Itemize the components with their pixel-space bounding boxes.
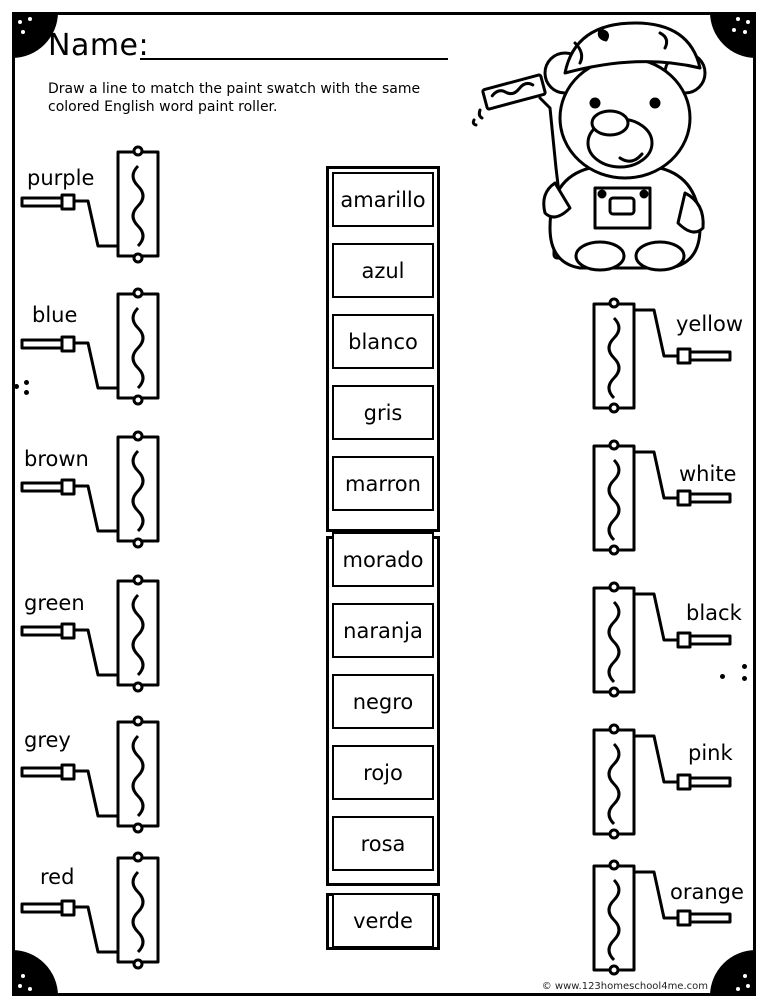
name-label: Name:	[48, 28, 150, 63]
spanish-word-cell[interactable]: verde	[332, 893, 434, 948]
paint-roller-icon[interactable]	[18, 145, 166, 271]
paint-roller-icon[interactable]	[586, 570, 734, 698]
english-word-label: green	[24, 591, 85, 615]
spanish-word-cell[interactable]: marron	[332, 456, 434, 511]
paint-roller-icon[interactable]	[18, 430, 166, 556]
paint-roller-icon[interactable]	[18, 287, 166, 413]
paint-roller-icon[interactable]	[586, 848, 734, 976]
paint-roller-icon[interactable]	[18, 574, 166, 700]
page-border	[12, 12, 756, 996]
english-word-label: orange	[670, 880, 744, 904]
name-writing-line[interactable]	[140, 58, 448, 60]
paint-roller-icon[interactable]	[586, 286, 734, 414]
english-word-label: yellow	[676, 312, 744, 336]
spanish-word-cell[interactable]: rojo	[332, 745, 434, 800]
instructions-text: Draw a line to match the paint swatch wi…	[48, 81, 421, 115]
paint-roller-icon[interactable]	[586, 712, 734, 840]
spanish-word-cell[interactable]: negro	[332, 674, 434, 729]
spanish-words-column-upper	[326, 166, 440, 532]
spanish-word-cell[interactable]: amarillo	[332, 172, 434, 227]
paint-roller-icon[interactable]	[18, 851, 166, 977]
paint-roller-icon[interactable]	[586, 428, 734, 556]
spanish-word-cell[interactable]: rosa	[332, 816, 434, 871]
english-word-label: red	[40, 865, 75, 889]
english-word-label: blue	[32, 303, 78, 327]
english-word-label: purple	[27, 166, 95, 190]
paint-roller-icon[interactable]	[18, 715, 166, 841]
english-word-label: black	[686, 601, 742, 625]
spanish-word-cell[interactable]: morado	[332, 532, 434, 587]
spanish-word-cell[interactable]: gris	[332, 385, 434, 440]
english-word-label: brown	[24, 447, 89, 471]
english-word-label: pink	[688, 741, 733, 765]
spanish-word-cell[interactable]: blanco	[332, 314, 434, 369]
bear-painter-icon	[471, 21, 707, 272]
spanish-word-cell[interactable]: azul	[332, 243, 434, 298]
english-word-label: white	[679, 462, 737, 486]
spanish-word-cell[interactable]: naranja	[332, 603, 434, 658]
website-credit: © www.123homeschool4me.com	[541, 981, 708, 992]
english-word-label: grey	[24, 728, 71, 752]
